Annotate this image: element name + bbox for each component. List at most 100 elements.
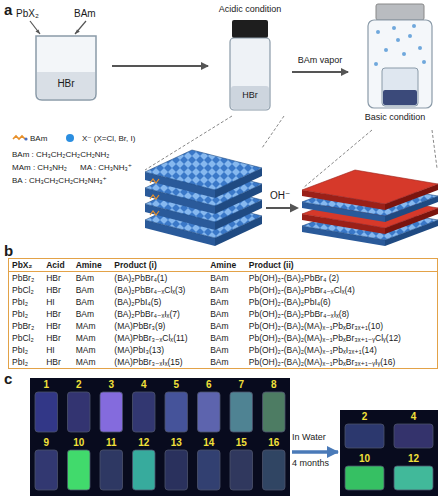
zoom-line — [262, 116, 284, 148]
vial-number: 9 — [30, 437, 63, 448]
vial-glow — [100, 450, 123, 490]
table-cell: PbX₂ — [9, 259, 44, 272]
table-cell-text: Pb(OH)₂-(BA)₂PbBr₄ (2) — [249, 273, 339, 283]
table-cell-text: PbCl₂ — [12, 285, 34, 295]
vial-number: 15 — [225, 437, 258, 448]
table-cell-text: (BA)₂PbBr₄₋ₓIₓ(7) — [114, 309, 179, 319]
table-row: PbCl₂HBrBAm(BA)₂PbBr₄₋ₓClₓ(3)BAmPb(OH)₂-… — [9, 284, 438, 296]
table-cell: PbI₂ — [9, 308, 44, 320]
connector-arrow — [112, 65, 208, 67]
table-cell-text: MAm — [76, 345, 96, 355]
condition-heading: Acidic condition — [210, 4, 290, 14]
vial-photo — [340, 410, 438, 496]
table-grid: PbX₂AcidAmineProduct (i)AmineProduct (ii… — [8, 258, 438, 369]
table-cell: MAm — [73, 332, 112, 344]
vial-glow — [263, 450, 286, 490]
legend-item: X⁻ (X=Cl, Br, I) — [64, 133, 135, 143]
legend-dot — [66, 134, 74, 142]
table-row: PbI₂HIBAm(BA)₂PbI₄(5)BAmPb(OH)₂-(BA)₂PbI… — [9, 296, 438, 308]
column-heading: Amine — [210, 260, 236, 270]
table-cell: Pb(OH)₂-(BA)₂PbBr₄₋ₓClₓ(4) — [246, 284, 438, 296]
table-cell: Acid — [43, 259, 73, 272]
table-cell-text: MAm — [76, 357, 96, 367]
table-cell: HBr — [43, 320, 73, 332]
table-cell-text: PbI₂ — [12, 309, 28, 319]
table-cell: (MA)PbBr₃₋ₓClₓ(11) — [111, 332, 207, 344]
table-cell-text: PbI₂ — [12, 357, 28, 367]
reaction-arrow — [266, 207, 292, 209]
table-cell-text: HBr — [46, 285, 61, 295]
vial-photo — [30, 378, 290, 496]
vial-glow — [198, 450, 221, 490]
vial-number: 10 — [63, 437, 96, 448]
vapor-dot — [402, 52, 406, 56]
table-cell: Pb(OH)₂-(BA)₂(MA)ₓ₋₁PbₓBr₃ₓ₊₁₋ᵧClᵧ(12) — [246, 332, 438, 344]
table-cell-text: BAm — [210, 285, 228, 295]
vial-number: 4 — [389, 411, 438, 422]
vial-glow — [198, 392, 221, 432]
table-cell: HBr — [43, 272, 73, 285]
vial-node: Basic condition — [350, 2, 440, 128]
table-cell: PbCl₂ — [9, 332, 44, 344]
panel-letter: c — [4, 370, 12, 387]
table-cell: PbBr₂ — [9, 320, 44, 332]
annotation: BA : CH₃CH₂CH₂CH₂NH₃⁺ — [12, 176, 107, 185]
vial-number: 2 — [340, 411, 389, 422]
feed-arrowhead — [36, 30, 41, 35]
table-cell: (MA)PbBr₃(9) — [111, 320, 207, 332]
table-cell: HI — [43, 296, 73, 308]
table-cell: (BA)₂PbBr₄₋ₓClₓ(3) — [111, 284, 207, 296]
photo-ground — [340, 410, 438, 496]
annotation: PbX₂ — [16, 8, 39, 19]
table-cell-text: (MA)PbBr₃(9) — [114, 321, 165, 331]
table-cell: Product (i) — [111, 259, 207, 272]
vial-number: 14 — [193, 437, 226, 448]
vial-drawing — [22, 30, 110, 102]
vapor-dot — [408, 34, 412, 38]
table-cell-text: PbBr₂ — [12, 273, 34, 283]
table-cell: HI — [43, 344, 73, 356]
vial-glow — [35, 392, 58, 432]
table-cell-text: Pb(OH)₂-(BA)₂(MA)ₓ₋₁PbₓI₃ₓ₊₁(14) — [249, 345, 377, 355]
annotation: 4 months — [292, 458, 329, 468]
table-cell: BAm — [207, 332, 246, 344]
acid-label: HBr — [210, 90, 290, 100]
photo-panel: 241012 — [340, 410, 438, 496]
panel-letter: a — [4, 1, 12, 18]
column-heading: Amine — [76, 260, 102, 270]
vial-glow — [165, 450, 188, 490]
vial-number: 10 — [340, 453, 389, 464]
vial-number: 2 — [63, 379, 96, 390]
table-cell: Pb(OH)₂-(BA)₂(MA)ₓ₋₁PbₓBr₃ₓ₊₁₋ᵧIᵧ(16) — [246, 356, 438, 369]
vial-glow — [345, 466, 384, 490]
table-cell: (BA)₂PbI₄(5) — [111, 296, 207, 308]
legend-text: BAm — [30, 134, 47, 143]
vial-number: 8 — [258, 379, 291, 390]
annotation: BAm — [74, 8, 96, 19]
vial-number: 11 — [95, 437, 128, 448]
vial-node: Acidic conditionHBr — [210, 4, 290, 114]
vial-glow — [394, 424, 433, 448]
table-cell-text: (MA)PbI₃(13) — [114, 345, 164, 355]
chain-icon — [13, 136, 25, 139]
inner-vial — [382, 68, 418, 106]
table-cell: Pb(OH)₂-(BA)₂PbBr₄ (2) — [246, 272, 438, 285]
vial-number: 12 — [128, 437, 161, 448]
table-row: PbBr₂HBrBAm(BA)₂PbBr₄(1)BAmPb(OH)₂-(BA)₂… — [9, 272, 438, 285]
vial-node: HBr — [22, 30, 110, 102]
table-cell-text: BAm — [210, 345, 228, 355]
table-cell: Pb(OH)₂-(BA)₂(MA)ₓ₋₁PbₓI₃ₓ₊₁(14) — [246, 344, 438, 356]
table-cell: Product (ii) — [246, 259, 438, 272]
amine-head — [24, 137, 27, 140]
table-cell: Amine — [73, 259, 112, 272]
condition-heading: Basic condition — [350, 112, 440, 122]
table-cell-text: HBr — [46, 273, 61, 283]
table-cell-text: BAm — [210, 333, 228, 343]
table-cell: PbI₂ — [9, 296, 44, 308]
data-table: PbX₂AcidAmineProduct (i)AmineProduct (ii… — [8, 258, 438, 369]
vial-number: 5 — [160, 379, 193, 390]
table-cell-text: BAm — [210, 357, 228, 367]
table-cell-text: BAm — [76, 309, 94, 319]
table-cell-text: HI — [46, 297, 55, 307]
